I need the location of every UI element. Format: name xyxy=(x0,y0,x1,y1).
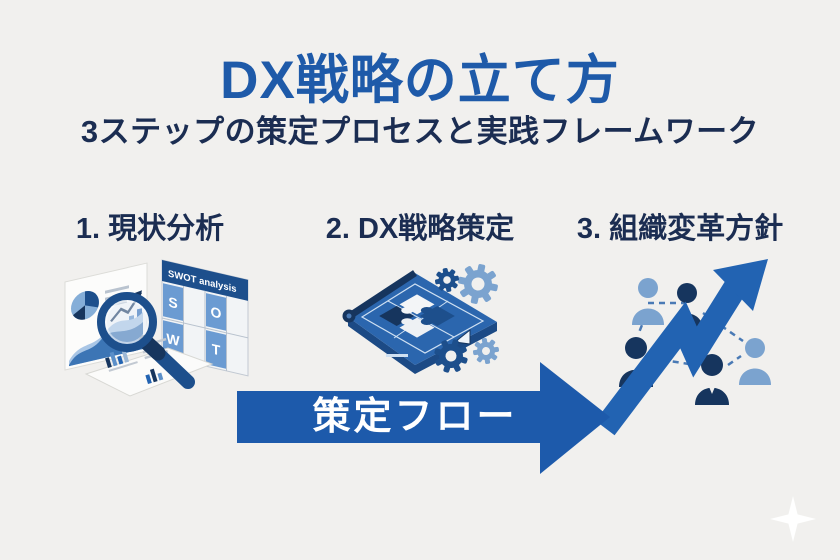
swot-cell-o: O xyxy=(211,304,222,322)
growth-arrow-icon xyxy=(595,259,768,436)
swot-analysis-illustration: SWOT analysis S W O T xyxy=(64,259,249,397)
person-icon xyxy=(695,354,729,405)
gear-icon xyxy=(434,339,468,373)
gear-icon xyxy=(434,267,460,293)
flow-arrow-label: 策定フロー xyxy=(312,396,518,438)
gear-icon xyxy=(458,264,498,304)
sparkle-watermark-icon xyxy=(770,496,816,542)
swot-cell-t: T xyxy=(212,342,221,360)
page-subtitle: 3ステップの策定プロセスと実践フレームワーク xyxy=(80,114,760,149)
swot-board: SWOT analysis S W O T xyxy=(161,259,249,377)
swot-cell-w: W xyxy=(166,331,180,350)
page-title: DX戦略の立て方 xyxy=(220,51,620,110)
pie-chart-icon xyxy=(71,291,99,320)
step-3-label: 3. 組織変革方針 xyxy=(576,213,784,245)
blueprint-puzzle-gears-illustration xyxy=(342,264,500,374)
magnifier-icon xyxy=(97,292,195,389)
set-square-icon xyxy=(453,328,471,345)
person-icon xyxy=(632,278,664,325)
flow-arrow xyxy=(237,362,610,474)
step-2-label: 2. DX戦略策定 xyxy=(325,213,515,245)
blueprint-sheet xyxy=(342,270,497,374)
step-1-label: 1. 現状分析 xyxy=(75,213,225,245)
person-icon xyxy=(739,338,771,385)
gear-icon xyxy=(472,337,500,365)
people-network-growth-illustration xyxy=(595,259,771,436)
swot-cell-s: S xyxy=(168,295,177,313)
